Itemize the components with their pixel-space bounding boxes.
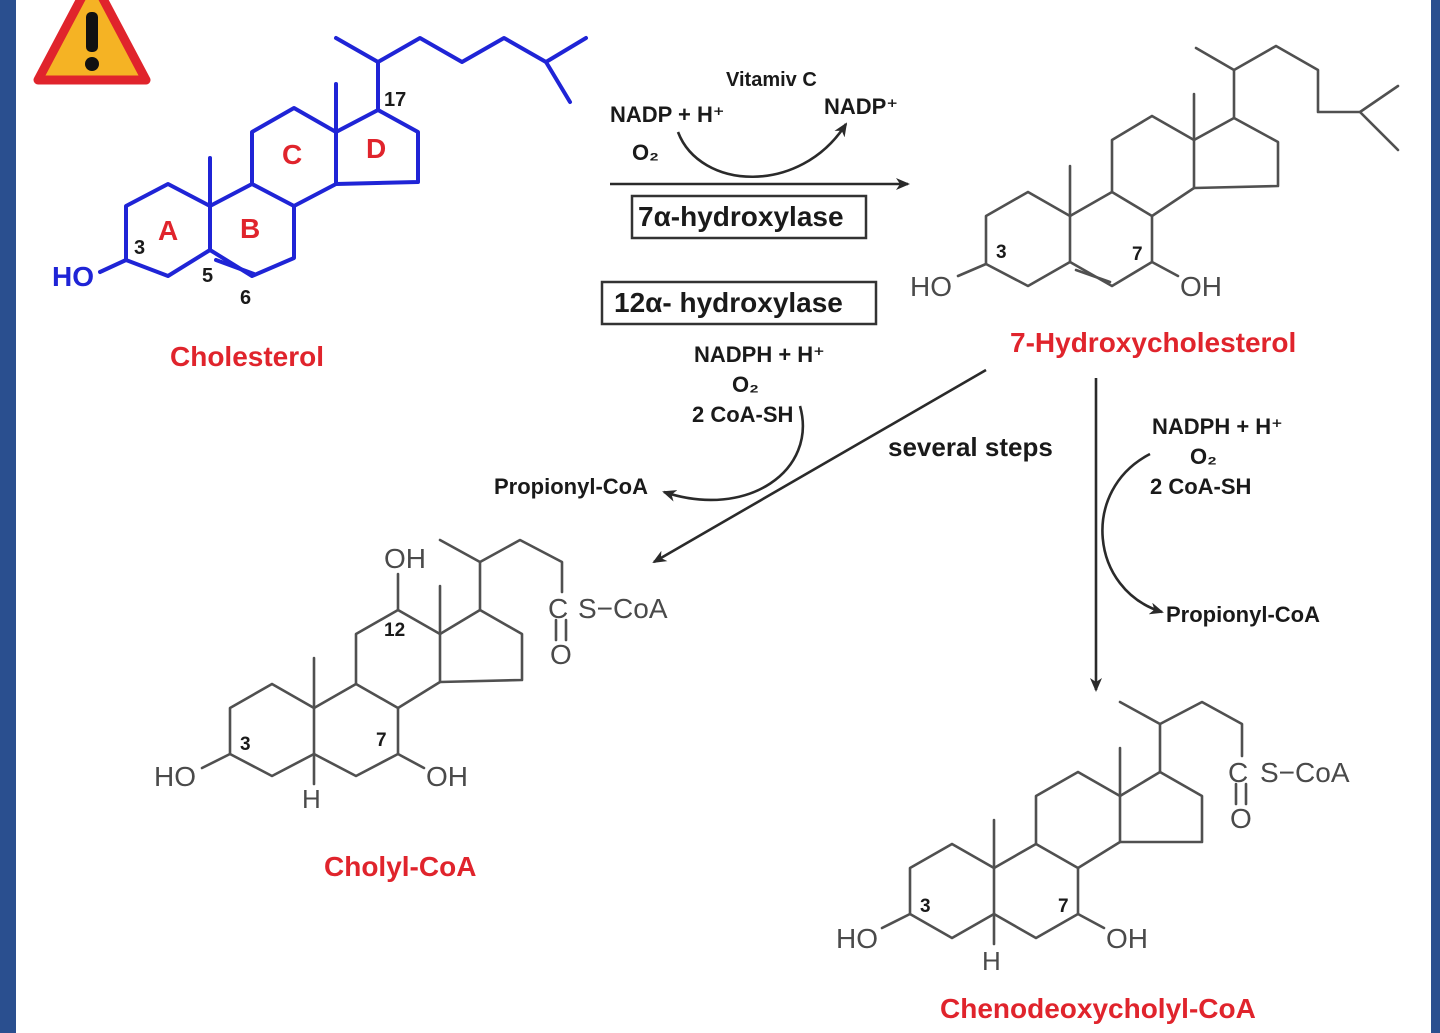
cholyl-coa-h: H [302, 784, 321, 814]
cholyl-branch-reaction: 12α- hydroxylase NADPH + H⁺ O₂ 2 CoA-SH … [494, 280, 1053, 564]
cheno-coa-carbonyl-o: O [1230, 803, 1252, 834]
cholyl-coa-carbonyl-o: O [550, 639, 572, 670]
chenodeoxycholyl-coa-structure [880, 700, 1248, 946]
hydroxycholesterol-ho: HO [910, 271, 952, 302]
cholyl-coa: 2 CoA-SH [692, 402, 793, 427]
hydroxycholesterol-pos-7: 7 [1132, 244, 1143, 265]
ring-label-a: A [158, 215, 178, 246]
chenodeoxycholyl-coa-labels: HO OH H 3 7 C S−CoA O Chenodeoxycholyl-C… [836, 757, 1350, 1024]
cheno-coa-oh: OH [1106, 923, 1148, 954]
cheno-nadph: NADPH + H⁺ [1152, 414, 1283, 439]
cholyl-enzyme-box [600, 280, 878, 326]
cholyl-coa-ho: HO [154, 761, 196, 792]
step1-cofactor-out: NADP⁺ [824, 94, 898, 119]
cheno-coa: 2 CoA-SH [1150, 474, 1251, 499]
step1-vitamin: Vitamiv C [726, 69, 817, 91]
cheno-coa-ho: HO [836, 923, 878, 954]
cheno-coa-carbonyl-c: C [1228, 757, 1248, 788]
cholyl-coa-carbonyl-c: C [548, 593, 568, 624]
cheno-coa-name: Chenodeoxycholyl-CoA [940, 993, 1256, 1024]
frame-right-border [1431, 0, 1440, 1033]
hydroxycholesterol-pos-3: 3 [996, 242, 1007, 263]
cheno-coa-h: H [982, 946, 1001, 976]
cholyl-o2: O₂ [732, 372, 759, 397]
cholyl-coa-name: Cholyl-CoA [324, 851, 476, 882]
cholyl-coa-pos-12: 12 [384, 620, 405, 641]
several-steps-label: several steps [888, 432, 1053, 462]
step1-enzyme: 7α-hydroxylase [638, 201, 844, 232]
hydroxycholesterol-oh: OH [1180, 271, 1222, 302]
cheno-byproduct: Propionyl-CoA [1166, 602, 1320, 627]
cholyl-byproduct: Propionyl-CoA [494, 474, 648, 499]
step1-cofactor-in: NADP + H⁺ [610, 102, 725, 127]
cholesterol-pos-5: 5 [202, 265, 213, 287]
cheno-coa-pos-3: 3 [920, 896, 931, 917]
warning-triangle-icon [33, 0, 151, 85]
cholesterol-structure [98, 36, 588, 278]
ring-label-c: C [282, 139, 302, 170]
cheno-coa-pos-7: 7 [1058, 896, 1069, 917]
hydroxycholesterol-structure [956, 44, 1400, 288]
cheno-coa-s-coa: S−CoA [1260, 757, 1350, 788]
frame-left-border [0, 0, 16, 1033]
cholyl-nadph: NADPH + H⁺ [694, 342, 825, 367]
cholyl-coa-oh-top: OH [384, 543, 426, 574]
hydroxycholesterol-labels: HO OH 3 7 7-Hydroxycholesterol [910, 242, 1296, 358]
step1-reaction: Vitamiv C NADP + H⁺ O₂ NADP⁺ 7α-hydroxyl… [610, 69, 910, 240]
cholesterol-labels: A B C D HO 3 5 6 17 Cholesterol [52, 89, 406, 372]
cholesterol-pos-3: 3 [134, 237, 145, 259]
cholyl-coa-labels: OH 12 HO OH H 3 7 C S−CoA O Cholyl-CoA [154, 543, 668, 882]
cholesterol-pos-17: 17 [384, 89, 406, 111]
cholyl-coa-pos-3: 3 [240, 734, 251, 755]
cholyl-coa-oh: OH [426, 761, 468, 792]
cheno-branch-reaction: NADPH + H⁺ O₂ 2 CoA-SH Propionyl-CoA [1090, 378, 1320, 692]
cholyl-enzyme: 12α- hydroxylase [614, 287, 843, 318]
ring-label-d: D [366, 133, 386, 164]
hydroxycholesterol-name: 7-Hydroxycholesterol [1010, 327, 1296, 358]
cholesterol-name: Cholesterol [170, 341, 324, 372]
cheno-o2: O₂ [1190, 444, 1217, 469]
cholyl-coa-s-coa: S−CoA [578, 593, 668, 624]
cholyl-coa-pos-7: 7 [376, 730, 387, 751]
step1-enzyme-box [630, 194, 868, 240]
step1-o2: O₂ [632, 140, 659, 165]
ring-label-b: B [240, 213, 260, 244]
cholesterol-pos-6: 6 [240, 287, 251, 309]
cholyl-coa-structure [200, 538, 568, 786]
cholesterol-ho: HO [52, 261, 94, 292]
